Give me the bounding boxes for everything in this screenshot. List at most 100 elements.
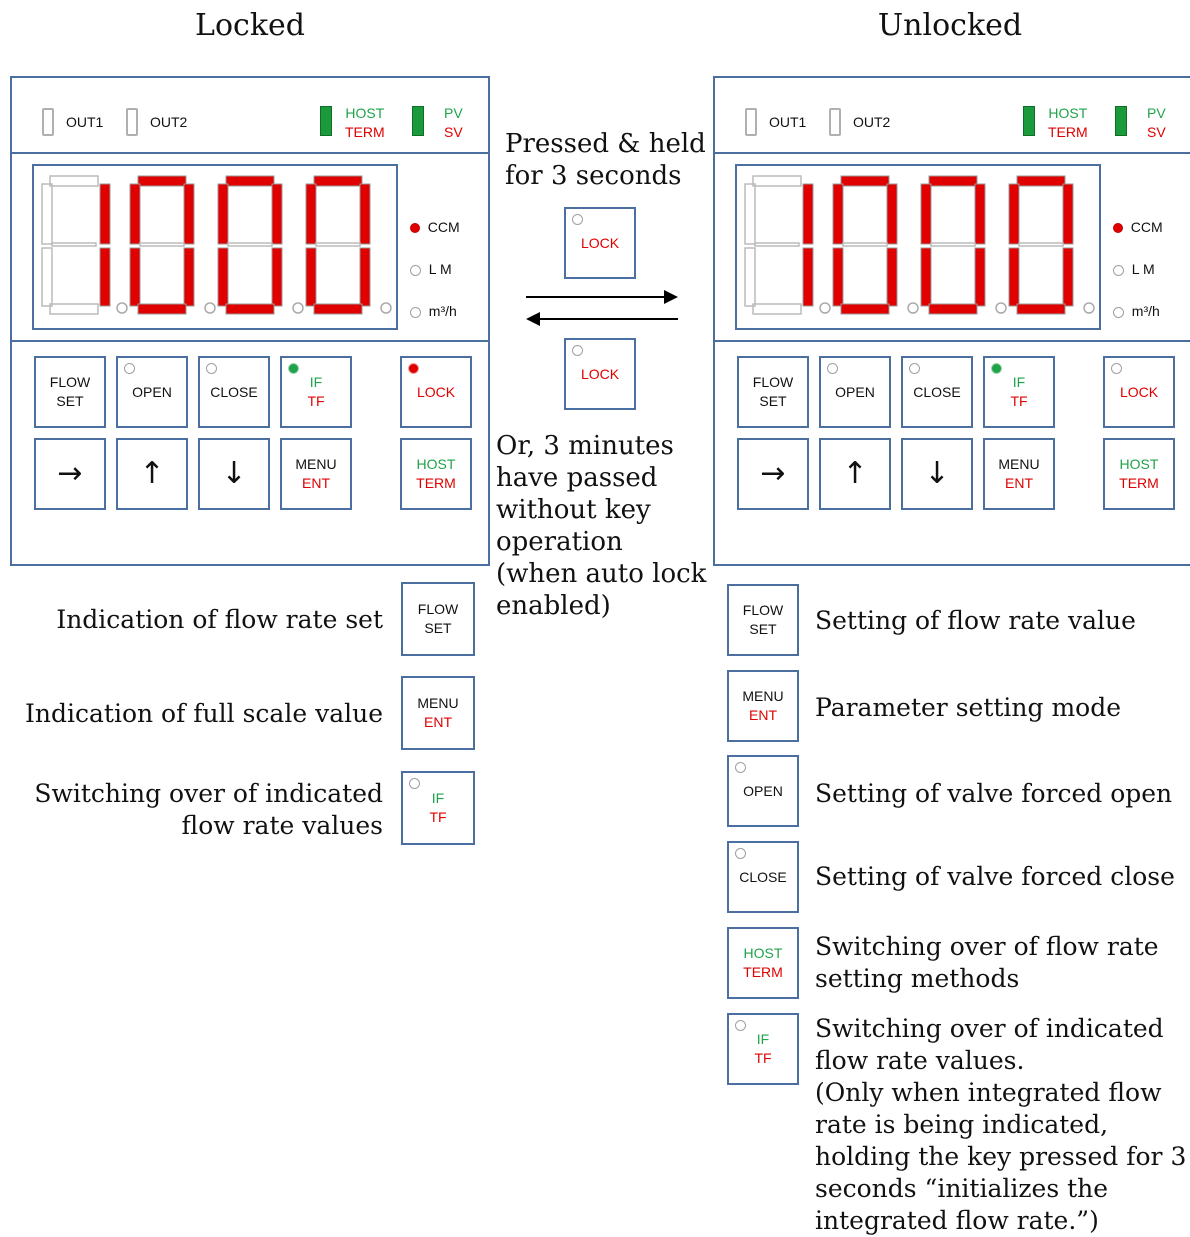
display-digits-icon xyxy=(41,175,392,315)
led-green-icon xyxy=(288,363,299,374)
unlocked-desc-param: Parameter setting mode xyxy=(815,693,1122,722)
host-term-indicator-icon xyxy=(1023,106,1035,136)
out1-label: OUT1 xyxy=(66,114,104,130)
led-off-icon xyxy=(572,214,583,225)
right-arrow-icon: → xyxy=(760,456,786,491)
unit-off-icon xyxy=(410,264,421,276)
open-key-legend: OPEN xyxy=(727,755,799,827)
unlocked-desc-close: Setting of valve forced close xyxy=(815,862,1175,891)
up-arrow-key[interactable]: ↑ xyxy=(819,438,891,510)
panel-divider xyxy=(12,340,488,342)
pressed-held-text: Pressed & held for 3 seconds xyxy=(505,129,706,191)
auto-lock-text: Or, 3 minutes have passed without key op… xyxy=(496,431,707,621)
lock-key-example: LOCK xyxy=(564,207,636,279)
out1-indicator-icon xyxy=(745,108,757,136)
locked-desc-flow-set: Indication of flow rate set xyxy=(56,605,383,634)
unit-off-icon xyxy=(1113,306,1124,318)
out1-indicator-icon xyxy=(42,108,54,136)
out2-indicator-icon xyxy=(126,108,138,136)
out1-label: OUT1 xyxy=(769,114,807,130)
down-arrow-icon: ↓ xyxy=(924,456,950,491)
display-digits-icon xyxy=(744,175,1095,315)
close-key[interactable]: CLOSE xyxy=(198,356,270,428)
unlocked-title: Unlocked xyxy=(877,8,1023,43)
unit-off-icon xyxy=(410,306,421,318)
up-arrow-key[interactable]: ↑ xyxy=(116,438,188,510)
down-arrow-icon: ↓ xyxy=(221,456,247,491)
unlocked-desc-flow-set: Setting of flow rate value xyxy=(815,606,1136,635)
unit-on-icon xyxy=(410,223,420,234)
led-off-icon xyxy=(1111,363,1122,374)
seven-segment-display xyxy=(32,164,398,330)
right-arrow-key[interactable]: → xyxy=(737,438,809,510)
unlocked-desc-open: Setting of valve forced open xyxy=(815,779,1173,808)
panel-divider xyxy=(12,152,488,154)
locked-title: Locked xyxy=(195,8,305,43)
led-off-icon xyxy=(124,363,135,374)
seven-segment-display xyxy=(735,164,1101,330)
panel-divider xyxy=(715,152,1190,154)
led-off-icon xyxy=(909,363,920,374)
led-off-icon xyxy=(827,363,838,374)
right-arrow-key[interactable]: → xyxy=(34,438,106,510)
down-arrow-key[interactable]: ↓ xyxy=(198,438,270,510)
led-off-icon xyxy=(206,363,217,374)
right-arrow-icon: → xyxy=(57,456,83,491)
led-off-icon xyxy=(735,1020,746,1031)
led-off-icon xyxy=(735,848,746,859)
unit-m3h: m³/h xyxy=(410,303,457,319)
close-key[interactable]: CLOSE xyxy=(901,356,973,428)
led-green-icon xyxy=(991,363,1002,374)
unlocked-desc-iftf: Switching over of indicated flow rate va… xyxy=(815,1014,1187,1235)
up-arrow-icon: ↑ xyxy=(842,456,868,491)
led-off-icon xyxy=(409,778,420,789)
pv-sv-indicator-icon xyxy=(412,106,424,136)
out2-label: OUT2 xyxy=(853,114,891,130)
up-arrow-icon: ↑ xyxy=(139,456,165,491)
unit-on-icon xyxy=(1113,223,1123,234)
led-off-icon xyxy=(572,345,583,356)
locked-desc-full-scale: Indication of full scale value xyxy=(25,699,383,728)
unit-off-icon xyxy=(1113,264,1124,276)
out2-label: OUT2 xyxy=(150,114,188,130)
open-key[interactable]: OPEN xyxy=(116,356,188,428)
panel-divider xyxy=(715,340,1190,342)
lock-key[interactable]: LOCK xyxy=(400,356,472,428)
unit-m3h: m³/h xyxy=(1113,303,1160,319)
open-key[interactable]: OPEN xyxy=(819,356,891,428)
host-term-indicator-icon xyxy=(320,106,332,136)
led-red-icon xyxy=(408,363,419,374)
down-arrow-key[interactable]: ↓ xyxy=(901,438,973,510)
unit-lm: L M xyxy=(410,261,452,277)
pv-sv-indicator-icon xyxy=(1115,106,1127,136)
transition-arrows-icon xyxy=(526,290,678,326)
lock-key-example: LOCK xyxy=(564,338,636,410)
out2-indicator-icon xyxy=(829,108,841,136)
close-key-legend: CLOSE xyxy=(727,841,799,913)
unit-ccm: CCM xyxy=(1113,219,1163,235)
lock-key[interactable]: LOCK xyxy=(1103,356,1175,428)
locked-desc-switching: Switching over of indicated flow rate va… xyxy=(34,779,383,840)
unlocked-desc-host-term: Switching over of flow rate setting meth… xyxy=(815,932,1159,993)
